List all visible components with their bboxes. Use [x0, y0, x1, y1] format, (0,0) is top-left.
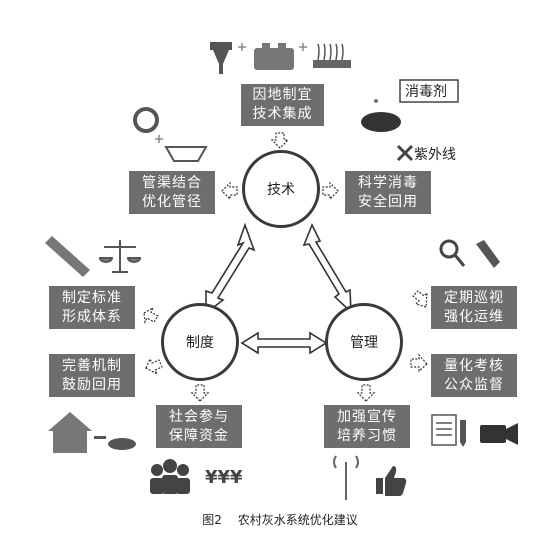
disinfectant-bottle-icon — [399, 79, 459, 103]
box-disinfection-line2: 安全回用 — [358, 193, 418, 210]
arrow-tech-top — [270, 132, 290, 149]
plus-icon — [238, 43, 246, 51]
figure-caption: 图2 农村灰水系统优化建议 — [0, 511, 560, 528]
wrench-icon — [476, 240, 500, 268]
arrow-mgmt-bottom — [356, 384, 376, 402]
box-pipe-line1: 管渠结合 — [142, 174, 202, 191]
ruler-icon — [45, 236, 90, 277]
magnifier-icon — [439, 239, 466, 267]
box-disinfection: 科学消毒 安全回用 — [345, 171, 431, 214]
document-icon — [431, 414, 457, 446]
figure-number: 图2 — [202, 513, 222, 527]
box-integration-line2: 技术集成 — [252, 106, 313, 122]
plus-icon-2 — [299, 43, 307, 51]
thumbs-up-icon — [376, 466, 407, 496]
box-disinfection-line1: 科学消毒 — [358, 174, 418, 191]
box-assessment: 量化考核 公众监督 — [431, 354, 517, 397]
arrow-tech-right — [322, 181, 339, 201]
box-patrol-line1: 定期巡视 — [444, 289, 504, 306]
box-publicity-line2: 培养习惯 — [337, 427, 397, 444]
tank-icon — [254, 43, 294, 70]
trough-icon — [164, 146, 208, 162]
arrow-mgmt-lower — [410, 353, 428, 373]
box-mechanism-line2: 鼓励回用 — [62, 376, 122, 393]
box-standard-line1: 制定标准 — [62, 289, 122, 306]
box-integration-line1: 因地制宜 — [252, 87, 313, 103]
box-standard-line2: 形成体系 — [62, 308, 122, 325]
box-publicity-line1: 加强宣传 — [337, 408, 397, 425]
antenna-icon — [333, 455, 359, 500]
box-mechanism-line1: 完善机制 — [62, 357, 122, 374]
pipe-ring-icon — [133, 107, 159, 133]
circle-system-label: 制度 — [186, 335, 214, 351]
box-publicity: 加强宣传 培养习惯 — [324, 405, 410, 448]
video-camera-icon — [480, 423, 518, 445]
box-funding-line1: 社会参与 — [169, 408, 229, 425]
box-patrol-line2: 强化运维 — [444, 308, 504, 325]
box-funding-line2: 保障资金 — [169, 427, 229, 444]
figure-title: 农村灰水系统优化建议 — [237, 513, 358, 527]
arrow-sys-bottom — [190, 384, 210, 402]
house-icon — [48, 412, 92, 453]
box-funding: 社会参与 保障资金 — [156, 405, 242, 448]
uv-label: 紫外线 — [414, 147, 456, 163]
arrow-mgmt-upper — [412, 290, 428, 308]
wetland-icon — [313, 43, 351, 68]
disinfectant-label: 消毒剂 — [405, 84, 447, 100]
pen-icon — [460, 420, 466, 447]
balance-scale-icon — [98, 240, 142, 273]
circle-tech: 技术 — [242, 150, 320, 228]
money-icon: ¥¥¥ — [205, 467, 243, 488]
arrow-sys-lower — [145, 357, 163, 376]
circle-manage: 管理 — [325, 303, 403, 381]
bacteria-icon — [361, 99, 401, 132]
plus-icon-3 — [155, 135, 163, 143]
filter-funnel-icon — [210, 42, 232, 74]
box-patrol: 定期巡视 强化运维 — [431, 286, 517, 329]
box-mechanism: 完善机制 鼓励回用 — [49, 354, 135, 397]
box-pipe-line2: 优化管径 — [142, 193, 202, 210]
people-icon — [150, 459, 190, 494]
water-tank-icon — [94, 436, 136, 450]
uv-cross-icon — [396, 144, 414, 162]
box-assessment-line2: 公众监督 — [444, 376, 504, 393]
box-assessment-line1: 量化考核 — [444, 357, 504, 374]
circle-tech-label: 技术 — [267, 182, 295, 198]
box-integration: 因地制宜 技术集成 — [241, 84, 324, 126]
arrow-sys-upper — [143, 306, 159, 325]
circle-manage-label: 管理 — [350, 335, 378, 351]
box-standard: 制定标准 形成体系 — [49, 286, 135, 329]
box-pipe: 管渠结合 优化管径 — [129, 171, 215, 214]
circle-system: 制度 — [161, 303, 239, 381]
arrow-tech-left — [221, 181, 238, 201]
